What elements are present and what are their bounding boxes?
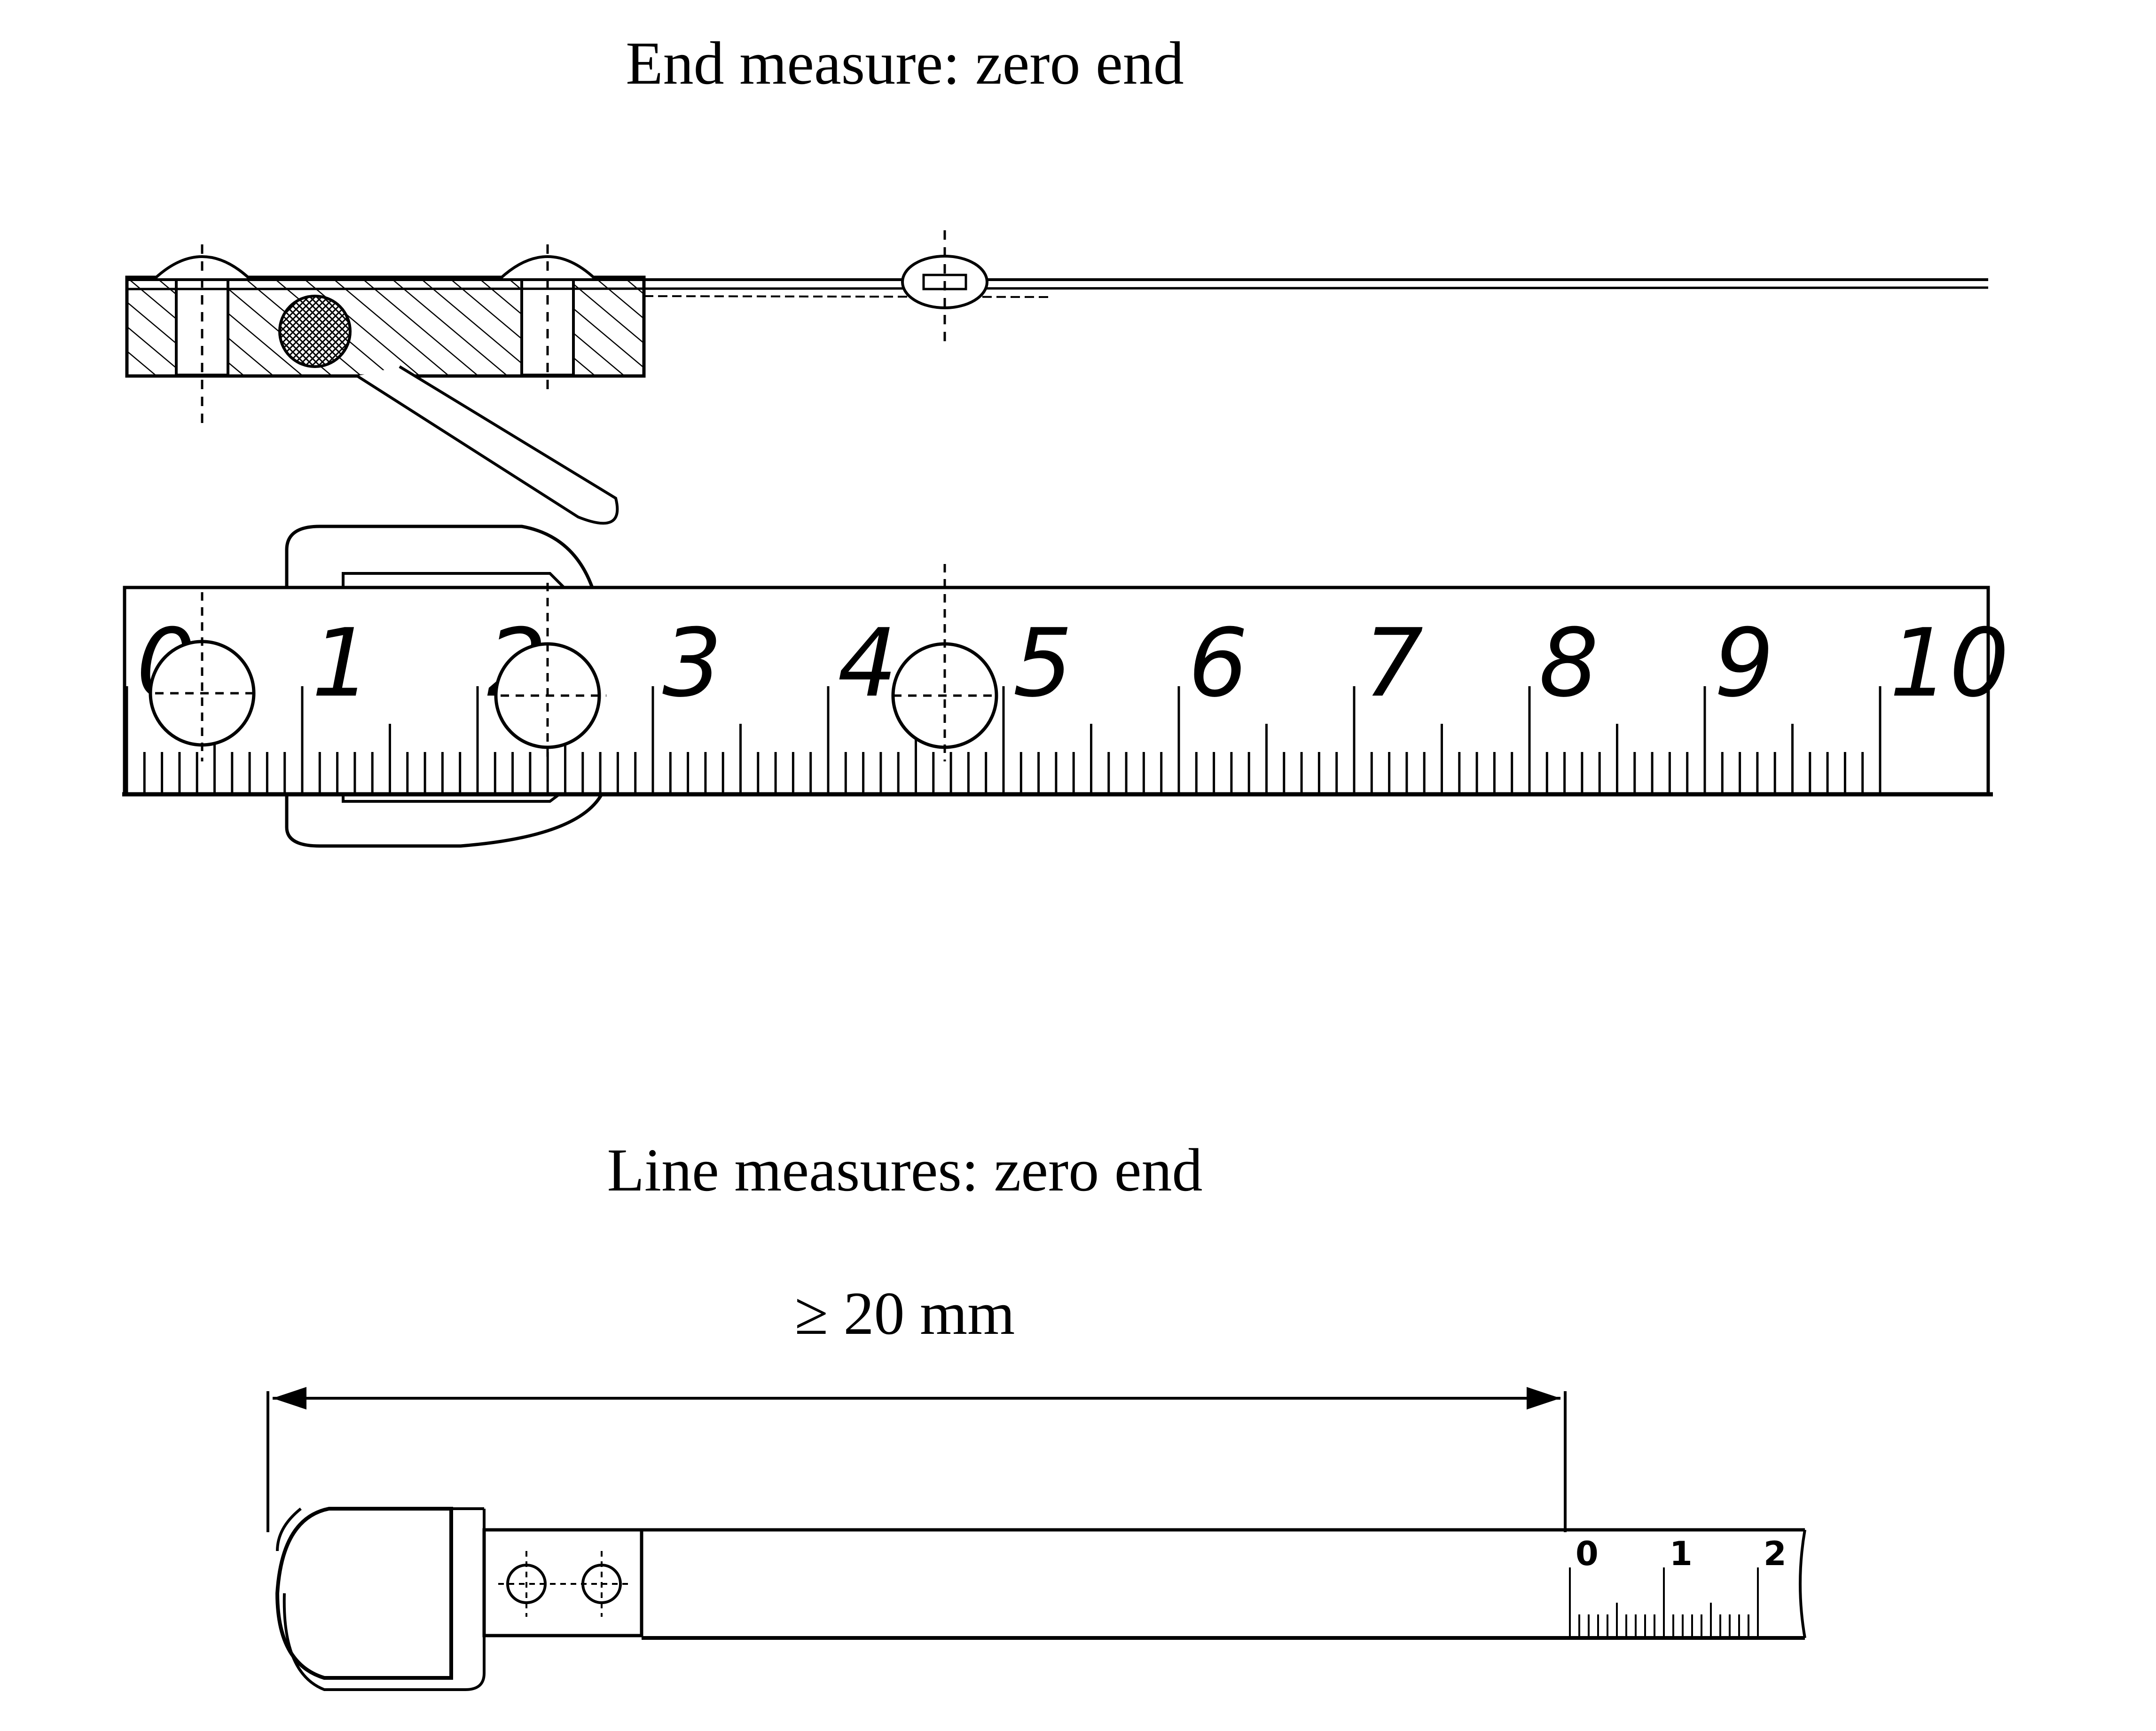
lower-tape [275, 1507, 1806, 1691]
upper-tape-graduation [125, 686, 1882, 794]
scale-label: 2 [1764, 1535, 1787, 1573]
scale-label: 9 [1714, 609, 1774, 718]
lower-tape-scale-labels: 0 1 2 [1576, 1535, 1787, 1573]
scale-label: 10 [1889, 609, 2009, 718]
min-length-label: ≥ 20 mm [794, 1280, 1015, 1347]
upper-tape-rivet-holes [149, 564, 998, 761]
scale-label: 3 [662, 609, 722, 718]
scale-label: 7 [1364, 609, 1423, 718]
scale-label: 8 [1539, 609, 1599, 718]
scale-label: 0 [1576, 1535, 1599, 1573]
end-fitting-section [125, 230, 1989, 525]
scale-label: 1 [312, 609, 371, 718]
scale-label: 6 [1188, 609, 1248, 718]
scale-label: 4 [838, 609, 897, 718]
lower-dimension-line [267, 1387, 1567, 1532]
line-measures-caption: Line measures: zero end [607, 1136, 1203, 1204]
lower-tape-graduation [1569, 1567, 1759, 1638]
scale-label: 5 [1013, 609, 1073, 718]
end-measure-caption: End measure: zero end [626, 30, 1184, 97]
scale-label: 1 [1670, 1535, 1693, 1573]
